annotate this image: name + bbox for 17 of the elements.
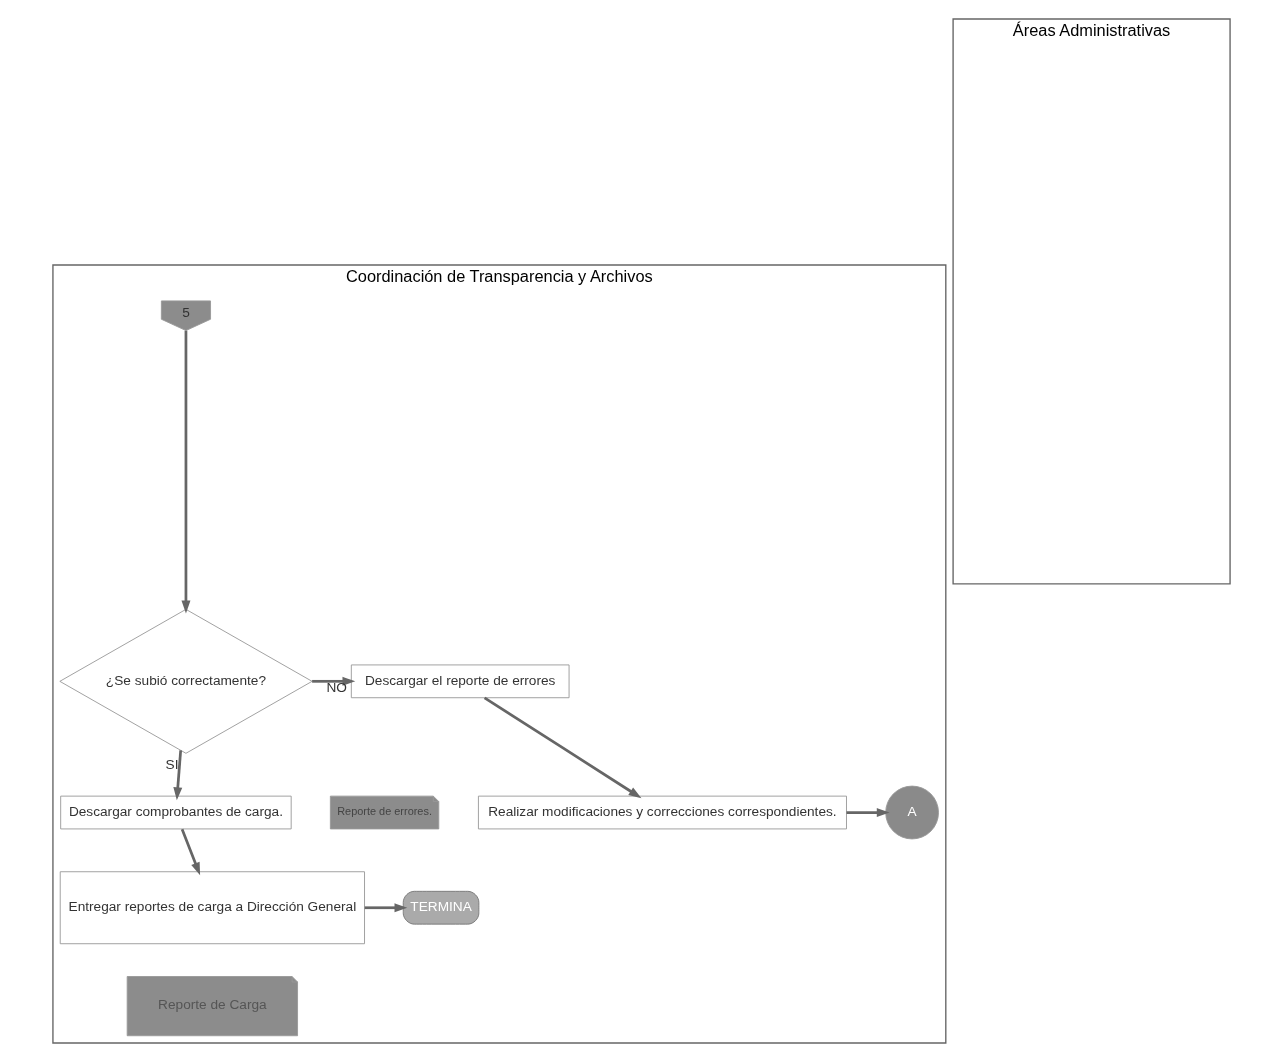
- edge-label: SI: [165, 756, 179, 772]
- node-box: Descargar comprobantes de carga.: [59, 795, 292, 830]
- node-circle: A: [884, 785, 939, 840]
- node-box: Descargar el reporte de errores: [350, 664, 570, 699]
- edge-label: NO: [325, 680, 347, 696]
- arrow: [180, 330, 190, 614]
- arrow: [311, 676, 355, 686]
- node-box: Áreas Administrativas: [951, 18, 1231, 585]
- arrow: [846, 808, 890, 817]
- node-box: Entregar reportes de carga a Dirección General: [59, 871, 365, 945]
- arrow: [180, 828, 200, 876]
- arrow: [483, 696, 641, 799]
- arrow: [172, 750, 182, 801]
- node-box: TERMINA: [402, 890, 479, 925]
- arrow: [364, 903, 407, 913]
- node-diamond: ¿Se subió correctamente?: [58, 608, 313, 754]
- node-box: Realizar modificaciones y correcciones correspondientes.: [477, 795, 847, 830]
